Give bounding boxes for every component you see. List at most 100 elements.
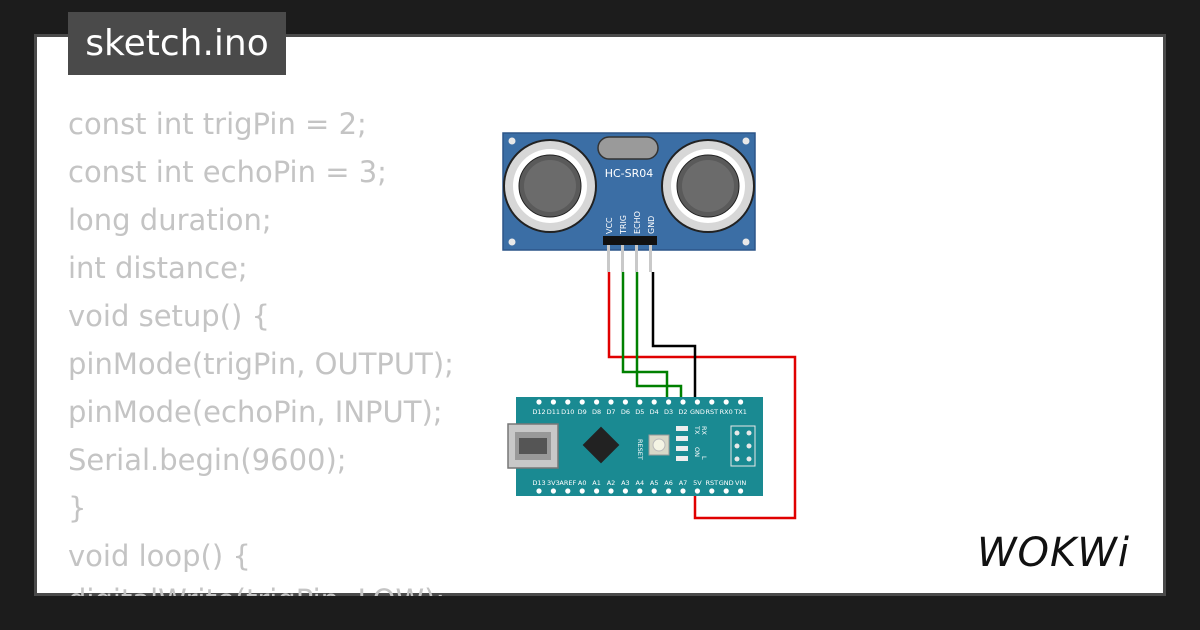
board-label: TX	[693, 425, 701, 435]
top-pin-label: D2	[678, 408, 687, 416]
sensor-pin-echo[interactable]	[635, 245, 638, 272]
top-pin-label: TX1	[733, 408, 747, 416]
top-pin-d10[interactable]	[565, 399, 571, 405]
bottom-pin-label: VIN	[735, 479, 746, 487]
top-pin-rx0[interactable]	[723, 399, 729, 405]
led-tx	[676, 426, 688, 431]
board-label: L	[700, 456, 708, 460]
top-pin-d3[interactable]	[666, 399, 672, 405]
file-tab[interactable]: sketch.ino	[68, 12, 286, 75]
top-pin-rst[interactable]	[709, 399, 715, 405]
bottom-pin-gnd[interactable]	[723, 488, 729, 494]
code-line: }	[68, 491, 87, 525]
bottom-pin-aref[interactable]	[565, 488, 571, 494]
top-pin-d7[interactable]	[608, 399, 614, 405]
bottom-pin-label: A0	[578, 479, 587, 487]
bottom-pin-label: AREF	[559, 479, 576, 487]
bottom-pin-label: A3	[621, 479, 630, 487]
transducer-right	[661, 139, 755, 233]
sensor-model-label: HC-SR04	[605, 167, 654, 180]
top-pin-d11[interactable]	[550, 399, 557, 405]
led-rx	[676, 436, 688, 441]
board-label: RX	[700, 426, 708, 436]
top-pin-label: D7	[606, 408, 615, 416]
sensor-header	[603, 236, 657, 245]
board-label: ON	[693, 447, 701, 457]
bottom-pin-a3[interactable]	[622, 488, 629, 494]
sensor-pin-label: VCC	[605, 217, 614, 234]
bottom-pin-d13[interactable]	[536, 488, 542, 494]
bottom-pin-label: 5V	[693, 479, 702, 487]
top-pin-label: D11	[547, 408, 560, 416]
code-line: void setup() {	[68, 299, 270, 333]
bottom-pin-a6[interactable]	[666, 488, 672, 494]
led-l	[676, 456, 688, 461]
bottom-pin-3v3[interactable]	[550, 488, 557, 494]
bottom-pin-label: RST	[705, 479, 718, 487]
bottom-pin-label: 3V3	[547, 479, 560, 487]
wire-echo-to-d3[interactable]	[635, 272, 683, 398]
icsp-pin	[746, 443, 752, 449]
crystal-oscillator	[597, 136, 659, 160]
bottom-pin-label: A7	[679, 479, 688, 487]
top-pin-d5[interactable]	[637, 399, 643, 405]
top-pin-label: D6	[621, 408, 630, 416]
code-line: Serial.begin(9600);	[68, 443, 347, 477]
sensor-pin-vcc[interactable]	[607, 245, 610, 272]
bottom-pin-vin[interactable]	[738, 488, 744, 494]
top-pin-d2[interactable]	[680, 399, 686, 405]
bottom-pin-5v[interactable]	[694, 488, 701, 494]
top-pin-label: RX0	[720, 408, 733, 416]
hc-sr04-sensor[interactable]: HC-SR04 VCC TRIG ECHO GND	[502, 132, 756, 272]
top-pin-label: D8	[592, 408, 601, 416]
led-on	[676, 446, 688, 451]
code-line: long duration;	[68, 203, 272, 237]
bottom-pin-a7[interactable]	[680, 488, 686, 494]
code-line: digitalWrite(trigPin, LOW);	[68, 582, 445, 596]
bottom-pin-label: A4	[636, 479, 645, 487]
bottom-pin-rst[interactable]	[709, 488, 715, 494]
reset-button-cap	[652, 438, 666, 452]
top-pin-d12[interactable]	[536, 399, 542, 405]
bottom-pin-label: A5	[650, 479, 659, 487]
code-line: pinMode(trigPin, OUTPUT);	[68, 347, 454, 381]
top-pin-gnd[interactable]	[694, 399, 701, 405]
top-pin-d9[interactable]	[579, 399, 585, 405]
bottom-pin-a5[interactable]	[651, 488, 657, 494]
bottom-pin-a0[interactable]	[579, 488, 585, 494]
wokwi-logo-text: WOKWi	[977, 530, 1130, 576]
transducer-left	[503, 139, 597, 233]
top-pin-d6[interactable]	[622, 399, 629, 405]
preview-card	[34, 34, 1166, 596]
bottom-pin-a4[interactable]	[637, 488, 643, 494]
mcu-chip	[582, 426, 620, 464]
sensor-pin-trig[interactable]	[621, 245, 624, 272]
sensor-pin-label: ECHO	[633, 211, 642, 234]
top-pin-d4[interactable]	[651, 399, 657, 405]
code-line: int distance;	[68, 251, 248, 285]
icsp-pin	[734, 443, 740, 449]
top-pin-label: D3	[664, 408, 673, 416]
bottom-pin-a1[interactable]	[594, 488, 600, 494]
board-label: RESET	[636, 439, 644, 460]
code-line: pinMode(echoPin, INPUT);	[68, 395, 443, 429]
wire-vcc-to-5v[interactable]	[607, 272, 797, 520]
bottom-pin-a2[interactable]	[608, 488, 614, 494]
usb-socket	[519, 438, 547, 454]
top-pin-tx1[interactable]	[738, 399, 744, 405]
wire-trig-to-d2[interactable]	[621, 272, 669, 398]
sensor-pin-gnd[interactable]	[649, 245, 652, 272]
top-pin-label: D4	[650, 408, 659, 416]
top-pin-label: GND	[690, 408, 705, 416]
top-pin-d8[interactable]	[594, 399, 600, 405]
top-pin-label: RST	[705, 408, 718, 416]
mount-hole	[742, 137, 750, 145]
wire-gnd-to-gnd[interactable]	[651, 272, 697, 398]
icsp-pin	[734, 430, 740, 436]
bottom-pin-label: D13	[532, 479, 545, 487]
mount-hole	[508, 137, 516, 145]
mount-hole	[508, 238, 516, 246]
